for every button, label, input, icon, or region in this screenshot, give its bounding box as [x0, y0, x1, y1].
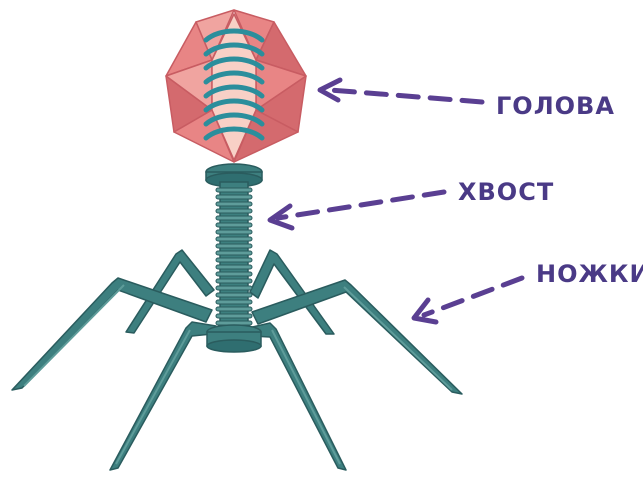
tail-ring — [216, 237, 252, 241]
tail-ring — [216, 188, 252, 192]
tail-ring — [216, 223, 252, 227]
tail-ring — [216, 293, 252, 297]
leg-right-outer — [252, 280, 462, 394]
tail-ring — [216, 230, 252, 234]
arrow-head — [330, 90, 482, 102]
tail-ring — [216, 258, 252, 262]
tail-ring — [216, 272, 252, 276]
tail-ring — [216, 314, 252, 318]
tail-ring — [216, 195, 252, 199]
tail-ring — [216, 286, 252, 290]
label-tail: ХВОСТ — [458, 180, 554, 204]
tail-ring — [216, 209, 252, 213]
label-head: ГОЛОВА — [496, 94, 615, 118]
tail-ring — [216, 216, 252, 220]
tail-ring — [216, 202, 252, 206]
tail-ring — [216, 265, 252, 269]
arrow-legs — [424, 278, 522, 315]
tail-ring — [216, 251, 252, 255]
tail-ring — [216, 307, 252, 311]
tail-ring — [216, 244, 252, 248]
tail-rings — [216, 188, 252, 332]
arrow-tail — [278, 192, 444, 218]
label-legs: НОЖКИ — [536, 262, 643, 286]
tail-ring — [216, 300, 252, 304]
tail-ring — [216, 279, 252, 283]
tail — [206, 164, 262, 352]
